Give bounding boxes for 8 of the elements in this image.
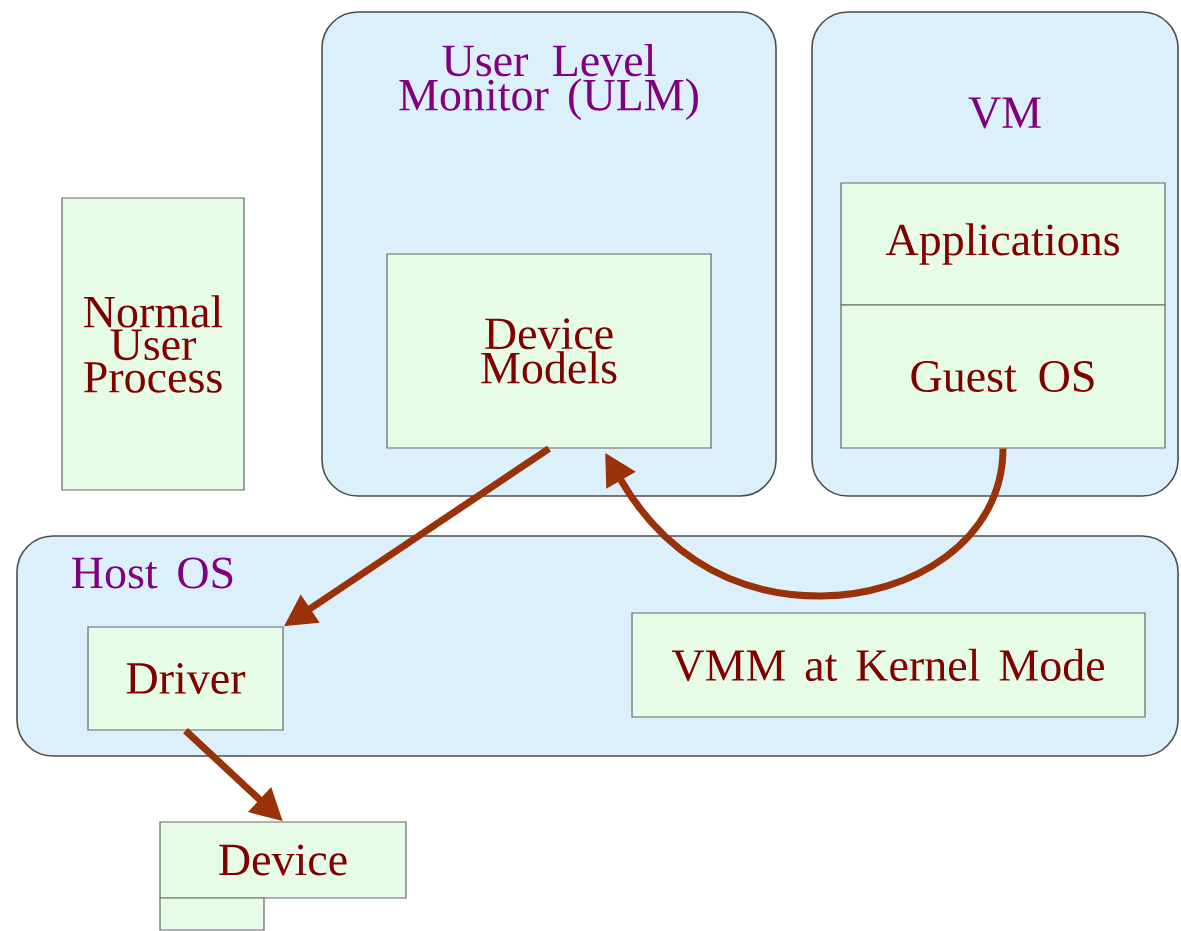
process-box [159,897,265,931]
arrow [605,448,1007,600]
process-box: Guest OS [840,304,1166,449]
process-box: VMM at Kernel Mode [631,612,1146,718]
process-box: Device Models [386,253,712,449]
process-box: Normal User Process [61,197,245,491]
process-box: Applications [840,182,1166,306]
process-box: Driver [87,626,284,731]
